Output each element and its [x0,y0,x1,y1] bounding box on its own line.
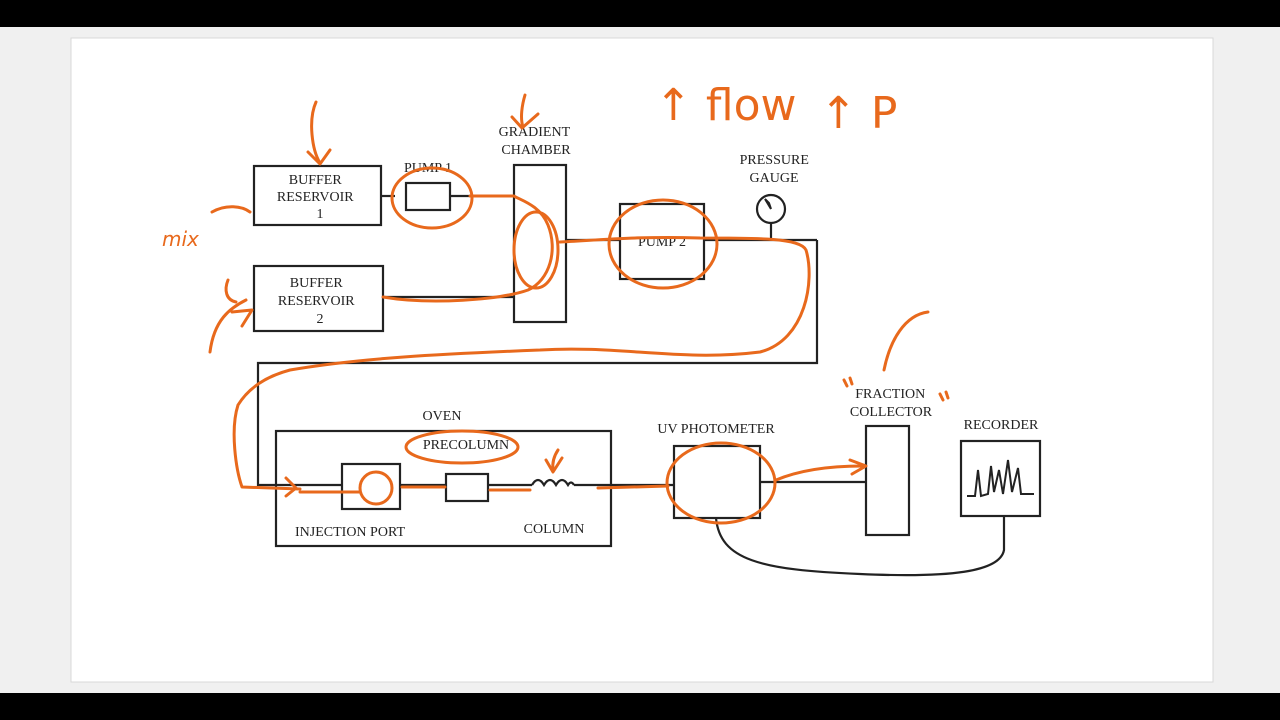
chamber-arrow-head [510,112,540,130]
buffer-reservoir-1-box [252,164,383,227]
flow-arrowhead [848,458,868,476]
annotation-layer: ↑ flow ↑ P mix [162,80,950,525]
uv-photometer-box [672,444,762,520]
pump-1-box [404,181,452,212]
reservoir-1-tick [210,205,252,214]
pump-1-circle [390,166,474,230]
flow-path-return [232,235,811,491]
pump-2-box [618,202,706,281]
column-label: COLUMN [524,522,585,537]
flow-path-top [381,194,554,303]
chamber-arrow-shaft [520,93,527,129]
reservoir-2-arrowhead [230,308,254,328]
flow-path-to-collector [774,464,864,482]
pressure-note: ↑ P [820,88,897,139]
gauge-needle [764,198,772,210]
reservoir-2-arrow [208,278,248,354]
precolumn-circle [404,429,520,465]
reservoir-arrow-shaft [310,100,322,165]
precolumn-label: PRECOLUMN [423,438,509,453]
column-arrow-head [544,456,564,474]
collector-arrow [882,310,930,372]
recorder-label: RECORDER [964,418,1039,433]
pump-2-circle [607,198,719,290]
gradient-chamber-label: GRADIENT CHAMBER [499,125,574,158]
injection-port-label: INJECTION PORT [295,525,405,540]
pressure-gauge-label: PRESSURE GAUGE [740,153,813,186]
inject-arrowhead [284,476,298,498]
fraction-collector-label: FRACTION COLLECTOR [850,387,933,420]
injection-circle [358,470,394,506]
reservoir-arrow-head [306,148,332,166]
chromatogram-trace [967,459,1034,498]
precolumn-box [444,472,490,503]
oven-label: OVEN [423,409,462,424]
photometer-circle [665,441,777,525]
slide-canvas [70,37,1214,683]
buffer-reservoir-2-box [252,264,385,333]
quote-marks [842,376,950,402]
chamber-circle [512,210,560,290]
side-note: mix [162,227,199,251]
flow-note: ↑ flow [655,80,796,131]
buffer-reservoir-2-label: BUFFER RESERVOIR 2 [278,276,358,327]
column-arrow-shaft [551,448,560,472]
fraction-collector-box [864,424,911,537]
buffer-reservoir-1-label: BUFFER RESERVOIR 1 [277,173,357,222]
uv-photometer-label: UV PHOTOMETER [657,422,775,437]
signal-cable [714,516,1006,577]
flow-path-oven [298,484,670,494]
schematic-pipes [256,194,866,487]
column-coil [531,478,575,488]
